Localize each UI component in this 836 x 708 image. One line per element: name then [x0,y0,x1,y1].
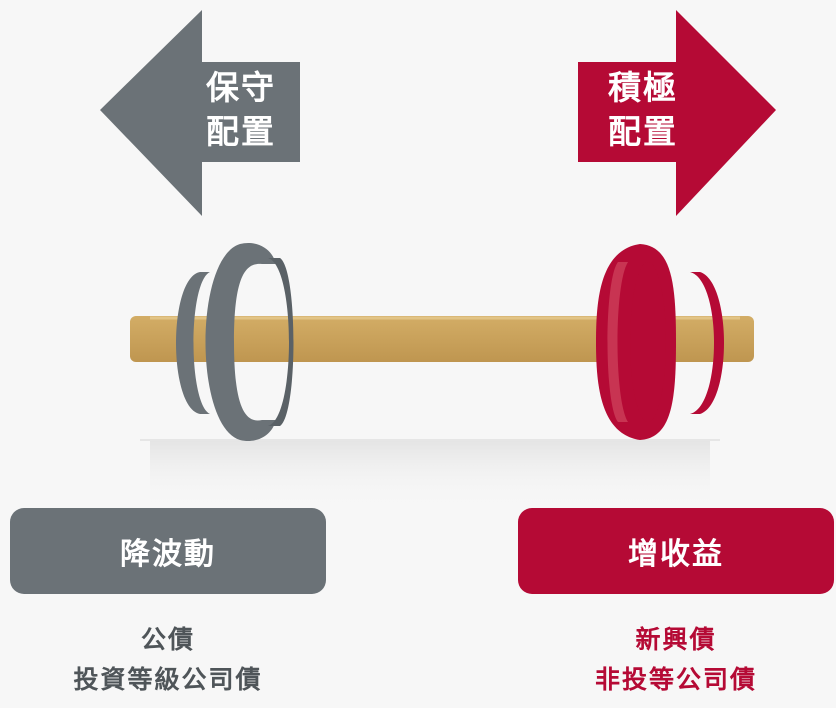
left-pill: 降波動 [10,508,326,594]
right-pill: 增收益 [518,508,834,594]
left-arrow-line2: 配置 [206,112,276,151]
right-arrow-line2: 配置 [608,112,678,151]
floor-shadow [150,440,710,510]
right-pill-label: 增收益 [628,537,724,572]
right-weight-plates [596,244,724,440]
left-arrow [100,10,300,216]
right-caption-line1: 新興債 [635,625,717,654]
left-weight-plates [176,242,294,442]
left-arrow-line1: 保守 [206,68,276,107]
left-caption-line2: 投資等級公司債 [73,665,263,694]
right-caption-line2: 非投等公司債 [594,665,757,694]
right-arrow-line1: 積極 [608,68,678,107]
right-arrow-label: 積極 配置 [588,66,698,154]
left-caption: 公債 投資等級公司債 [10,620,326,700]
right-caption: 新興債 非投等公司債 [518,620,834,700]
left-pill-label: 降波動 [120,537,216,572]
left-caption-line1: 公債 [140,625,195,654]
left-arrow-label: 保守 配置 [186,66,296,154]
right-arrow [578,10,776,216]
